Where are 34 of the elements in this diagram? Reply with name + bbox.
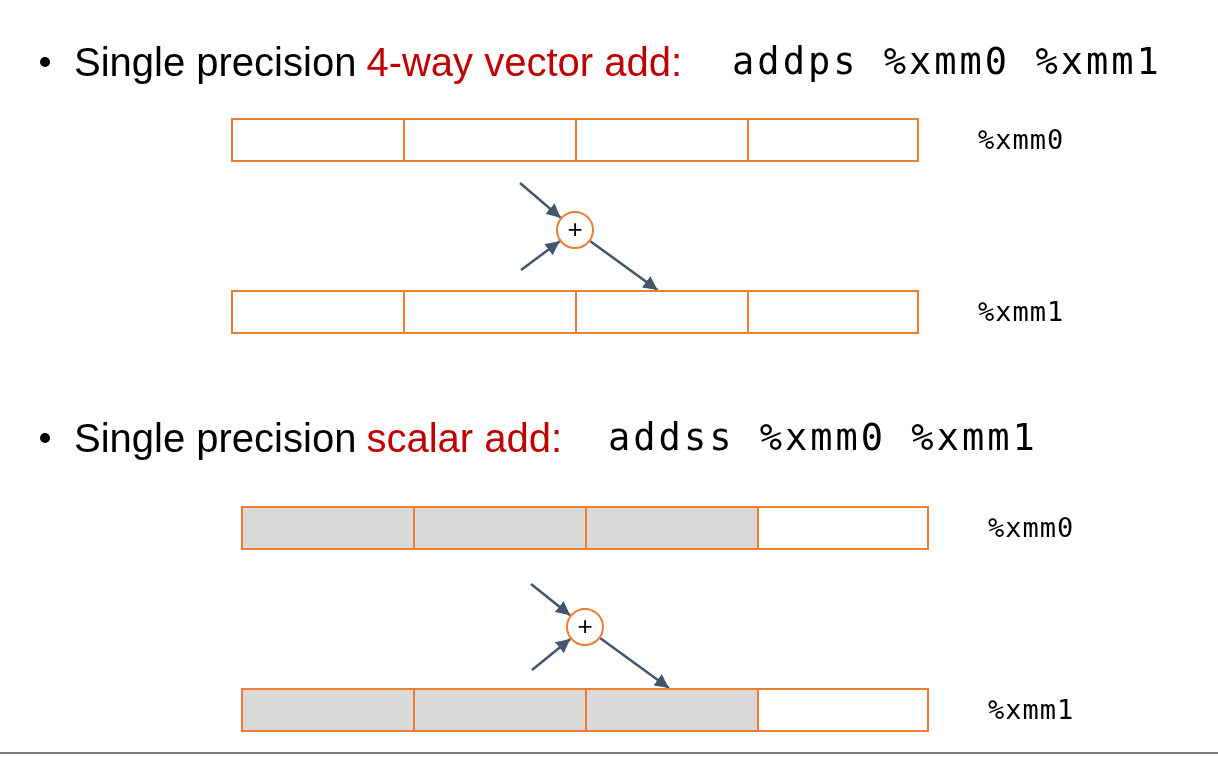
register-name: %xmm1: [988, 695, 1075, 725]
register-lane: [231, 118, 403, 162]
register-lane: [231, 290, 403, 334]
highlighted-text: scalar add:: [366, 415, 563, 461]
register-lane: [585, 506, 757, 550]
bullet-text: Single precision: [74, 39, 357, 85]
register-lane: [241, 506, 413, 550]
register-name: %xmm0: [978, 125, 1065, 155]
highlighted-text: 4-way vector add:: [366, 39, 683, 85]
register-lane: [757, 688, 929, 732]
register-name: %xmm1: [978, 297, 1065, 327]
register-lane: [585, 688, 757, 732]
instruction-code: addps %xmm0 %xmm1: [732, 40, 1162, 84]
arrow: [589, 240, 659, 291]
adder-circle: +: [566, 608, 604, 646]
arrow: [530, 583, 571, 617]
register-lane: [403, 290, 575, 334]
register-lane: [413, 506, 585, 550]
register-lane: [747, 118, 919, 162]
instruction-code: addss %xmm0 %xmm1: [608, 416, 1038, 460]
register-lane: [575, 118, 747, 162]
register-lane: [747, 290, 919, 334]
arrow: [519, 182, 562, 219]
register-name: %xmm0: [988, 513, 1075, 543]
register-lane: [403, 118, 575, 162]
arrow: [531, 638, 572, 671]
bullet-text: Single precision: [74, 415, 357, 461]
arrow: [520, 240, 561, 271]
adder-circle: +: [556, 211, 594, 249]
register-lane: [241, 688, 413, 732]
arrow: [599, 637, 670, 689]
register-lane: [413, 688, 585, 732]
register-lane: [757, 506, 929, 550]
register-lane: [575, 290, 747, 334]
